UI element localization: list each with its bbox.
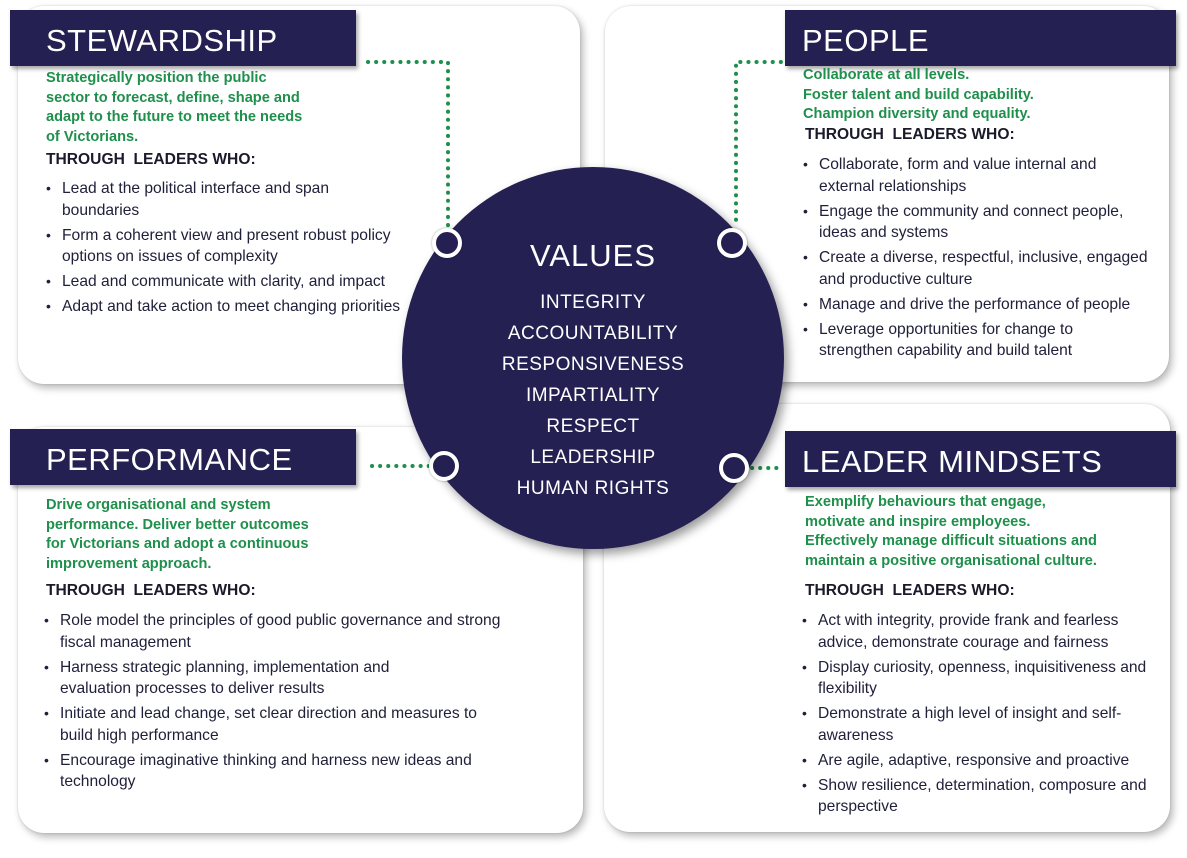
list-item: Lead and communicate with clarity, and i… (46, 271, 401, 293)
goal-line: of Victorians. (46, 128, 139, 145)
list-item: Harness strategic planning, implementati… (44, 657, 514, 700)
connector-node-stewardship (432, 228, 462, 258)
people-through-label: THROUGH LEADERS WHO: (805, 126, 1015, 143)
goal-line: Drive organisational and system (46, 497, 271, 513)
list-item: Demonstrate a high level of insight and … (802, 703, 1162, 746)
performance-through-label: THROUGH LEADERS WHO: (46, 582, 256, 599)
people-list: Collaborate, form and value internal and… (803, 154, 1148, 365)
connector-node-people (717, 228, 747, 258)
goal-line: maintain a positive organisational cultu… (805, 552, 1097, 569)
list-item: Show resilience, determination, composur… (802, 775, 1162, 818)
stewardship-banner: STEWARDSHIP (10, 10, 356, 66)
performance-goal: Drive organisational and system performa… (46, 496, 309, 574)
stewardship-title: STEWARDSHIP (46, 23, 278, 58)
stewardship-list: Lead at the political interface and span… (46, 178, 401, 321)
goal-line: motivate and inspire employees. (805, 513, 1031, 530)
list-item: Display curiosity, openness, inquisitive… (802, 657, 1162, 700)
values-title: VALUES (529, 238, 657, 273)
value-item: RESPECT (546, 416, 640, 437)
goal-line: adapt to the future to meet the needs (46, 109, 303, 125)
value-item: INTEGRITY (540, 292, 646, 313)
list-item: Leverage opportunities for change to str… (803, 319, 1148, 362)
goal-line: Strategically position the public (46, 70, 267, 86)
goal-line: for Victorians and adopt a continuous (46, 536, 309, 552)
value-item: ACCOUNTABILITY (507, 323, 679, 344)
leader-mindsets-banner: LEADER MINDSETS (785, 431, 1176, 487)
list-item: Create a diverse, respectful, inclusive,… (803, 247, 1148, 290)
list-item: Act with integrity, provide frank and fe… (802, 610, 1162, 653)
goal-line: performance. Deliver better outcomes (46, 516, 309, 533)
stewardship-goal: Strategically position the public sector… (46, 69, 302, 147)
goal-line: Exemplify behaviours that engage, (805, 494, 1046, 510)
list-item: Role model the principles of good public… (44, 610, 514, 653)
goal-line: Collaborate at all levels. (803, 67, 970, 83)
list-item: Engage the community and connect people,… (803, 201, 1148, 244)
leader-mindsets-list: Act with integrity, provide frank and fe… (802, 610, 1162, 821)
list-item: Encourage imaginative thinking and harne… (44, 750, 514, 793)
connector-node-performance (429, 451, 459, 481)
connector-node-leader-mindsets (719, 453, 749, 483)
list-item: Lead at the political interface and span… (46, 178, 401, 221)
goal-line: sector to forecast, define, shape and (46, 89, 300, 106)
performance-list: Role model the principles of good public… (44, 610, 514, 796)
performance-banner: PERFORMANCE (10, 429, 356, 485)
value-item: LEADERSHIP (530, 447, 656, 468)
leader-mindsets-title: LEADER MINDSETS (802, 444, 1103, 479)
leader-mindsets-through-label: THROUGH LEADERS WHO: (805, 582, 1015, 599)
value-item: IMPARTIALITY (525, 385, 661, 406)
value-item: HUMAN RIGHTS (516, 478, 670, 499)
goal-line: improvement approach. (46, 555, 212, 572)
list-item: Form a coherent view and present robust … (46, 225, 401, 268)
list-item: Collaborate, form and value internal and… (803, 154, 1148, 197)
leader-mindsets-goal: Exemplify behaviours that engage, motiva… (805, 493, 1097, 571)
goal-line: Effectively manage difficult situations … (805, 533, 1097, 549)
list-item: Are agile, adaptive, responsive and proa… (802, 750, 1162, 772)
value-item: RESPONSIVENESS (501, 354, 685, 375)
people-goal: Collaborate at all levels. Foster talent… (803, 66, 1034, 125)
people-title: PEOPLE (802, 23, 930, 58)
goal-line: Champion diversity and equality. (803, 106, 1031, 122)
list-item: Initiate and lead change, set clear dire… (44, 703, 514, 746)
list-item: Manage and drive the performance of peop… (803, 294, 1148, 316)
people-banner: PEOPLE (785, 10, 1176, 66)
stewardship-through-label: THROUGH LEADERS WHO: (46, 151, 256, 168)
list-item: Adapt and take action to meet changing p… (46, 296, 401, 318)
performance-title: PERFORMANCE (46, 442, 293, 477)
goal-line: Foster talent and build capability. (803, 86, 1034, 103)
values-circle (402, 167, 784, 549)
